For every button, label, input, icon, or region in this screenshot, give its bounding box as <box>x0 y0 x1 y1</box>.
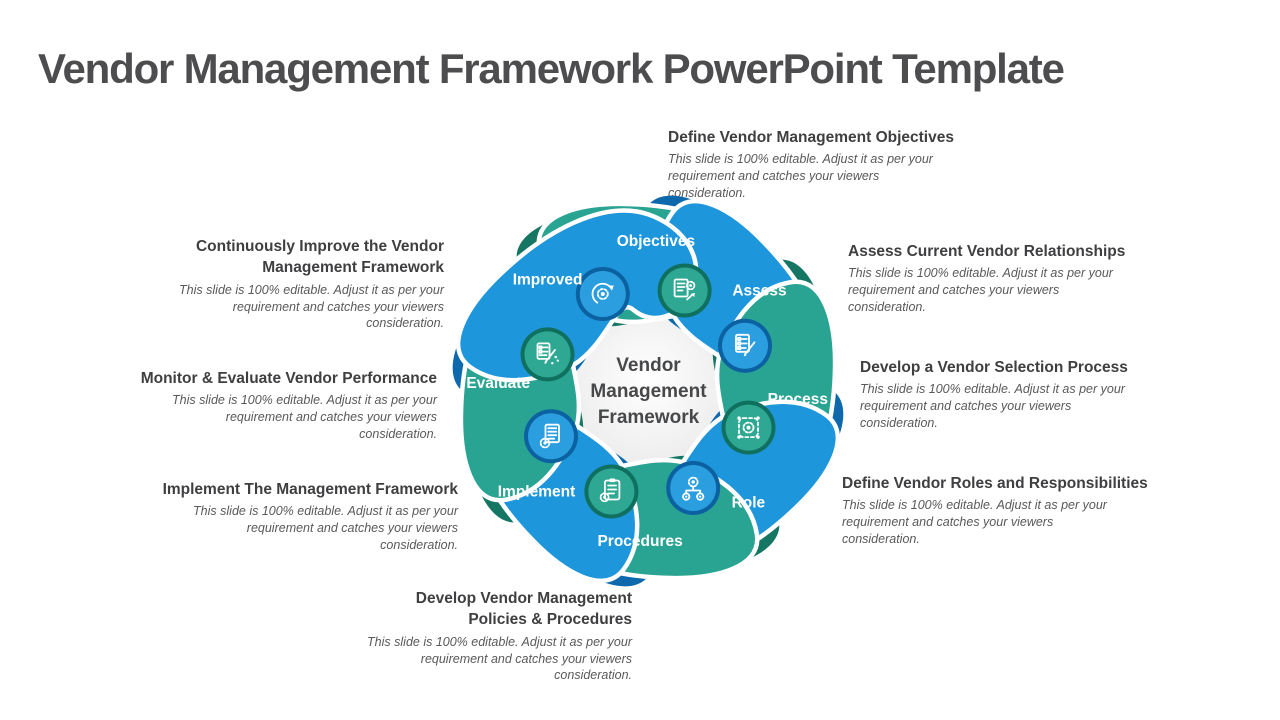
document-gear-arrow-icon <box>673 278 696 301</box>
callout-objectives: Define Vendor Management Objectives This… <box>668 127 998 202</box>
vendor-framework-wheel: Objectives Assess Process Role Procedure… <box>442 185 854 597</box>
checklist-pencil-icon <box>735 333 756 357</box>
document-edit-icon <box>536 342 559 365</box>
petal-label-implement: Implement <box>498 483 576 500</box>
callout-heading: Assess Current Vendor Relationships <box>848 243 1126 260</box>
callout-monitor: Monitor & Evaluate Vendor Performance Th… <box>97 368 437 443</box>
document-gear-icon <box>539 423 560 449</box>
petal-label-role: Role <box>732 495 766 512</box>
callout-process: Develop a Vendor Selection Process This … <box>860 357 1190 432</box>
badge-implement <box>524 409 578 464</box>
petal-label-improved: Improved <box>513 272 583 289</box>
petal-label-objectives: Objectives <box>617 233 695 250</box>
badge-role <box>666 461 721 515</box>
callout-improve: Continuously Improve the Vendor Manageme… <box>104 236 444 332</box>
callout-body: This slide is 100% editable. Adjust it a… <box>193 504 458 552</box>
badge-objectives <box>657 263 712 318</box>
callout-body: This slide is 100% editable. Adjust it a… <box>172 393 437 441</box>
callout-heading: Implement The Management Framework <box>162 481 458 498</box>
badge-procedures <box>584 464 639 519</box>
page-title: Vendor Management Framework PowerPoint T… <box>38 45 1065 92</box>
callout-heading: Define Vendor Management Objectives <box>668 129 954 146</box>
callout-heading: Develop a Vendor Selection Process <box>860 359 1128 376</box>
callout-body: This slide is 100% editable. Adjust it a… <box>842 498 1107 546</box>
process-flow-gear-icon <box>737 416 760 439</box>
petal-label-evaluate: Evaluate <box>466 375 530 392</box>
callout-heading: Develop Vendor Management Policies & Pro… <box>415 590 632 629</box>
badge-assess <box>718 318 772 373</box>
callout-body: This slide is 100% editable. Adjust it a… <box>179 282 444 331</box>
callout-implement: Implement The Management Framework This … <box>118 479 458 554</box>
callout-body: This slide is 100% editable. Adjust it a… <box>860 382 1125 430</box>
callout-body: This slide is 100% editable. Adjust it a… <box>668 152 933 200</box>
petal-label-process: Process <box>768 391 828 408</box>
gear-refresh-icon <box>591 282 614 304</box>
callout-body: This slide is 100% editable. Adjust it a… <box>367 634 632 683</box>
badge-improved <box>575 267 630 321</box>
petal-label-procedures: Procedures <box>597 533 682 550</box>
wheel-center-title: Vendor Management Framework <box>590 355 707 428</box>
callout-body: This slide is 100% editable. Adjust it a… <box>848 266 1113 314</box>
badge-evaluate <box>520 327 575 382</box>
callout-role: Define Vendor Roles and Responsibilities… <box>842 473 1202 548</box>
badge-process <box>721 400 776 455</box>
hierarchy-gear-icon <box>682 476 705 501</box>
clipboard-gear-icon <box>599 478 621 503</box>
callout-heading: Continuously Improve the Vendor Manageme… <box>195 238 444 277</box>
callout-heading: Monitor & Evaluate Vendor Performance <box>140 370 437 387</box>
callout-heading: Define Vendor Roles and Responsibilities <box>842 475 1148 492</box>
petal-labels: Objectives Assess Process Role Procedure… <box>466 233 828 550</box>
callout-assess: Assess Current Vendor Relationships This… <box>848 241 1188 316</box>
callout-procedures: Develop Vendor Management Policies & Pro… <box>332 588 632 684</box>
petal-label-assess: Assess <box>732 283 786 300</box>
